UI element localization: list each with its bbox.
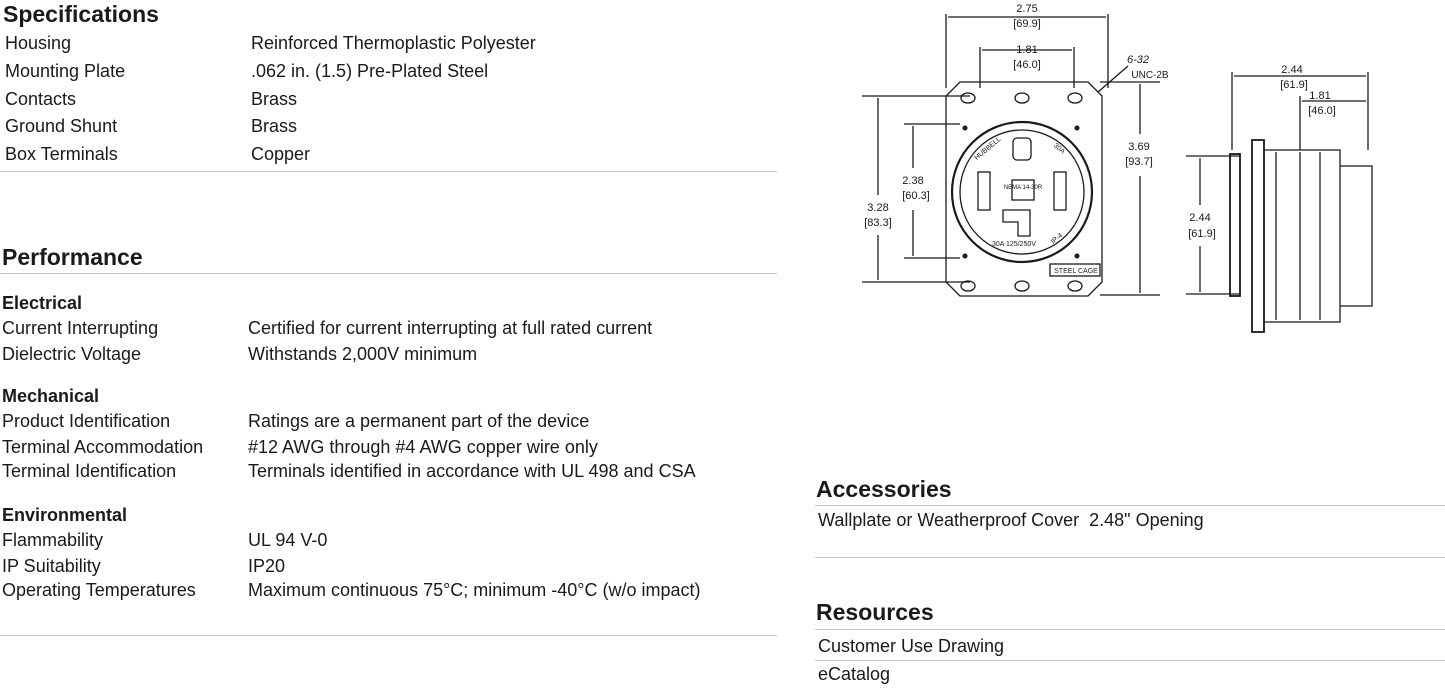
performance-heading-divider: [0, 273, 777, 274]
resources-divider: [815, 660, 1445, 661]
accessory-item: Wallplate or Weatherproof Cover 2.48" Op…: [818, 510, 1204, 531]
dim-holes-in: 1.81: [1016, 44, 1037, 56]
performance-group-heading: Mechanical: [2, 386, 100, 406]
dim-mount-mm: [83.3]: [864, 217, 892, 229]
specifications-divider: [0, 171, 777, 172]
spec-label: Box Terminals: [5, 144, 118, 164]
dim-face-mm: [60.3]: [902, 190, 930, 202]
screw-thread: UNC-2B: [1131, 70, 1169, 81]
performance-value: IP20: [248, 556, 286, 576]
screw-size: 6-32: [1127, 54, 1149, 66]
customer-use-drawing-link[interactable]: Customer Use Drawing: [818, 636, 1005, 656]
accessories-divider: [815, 557, 1445, 558]
side-height-in: 2.44: [1189, 212, 1210, 224]
performance-value: Withstands 2,000V minimum: [248, 344, 478, 364]
spec-label: Mounting Plate: [5, 61, 126, 81]
dim-face-in: 2.38: [902, 175, 923, 187]
face-nema: NEMA 14-30R: [1004, 185, 1043, 191]
resources-heading-divider: [815, 629, 1445, 630]
spec-value: Copper: [251, 144, 311, 164]
dim-holes-mm: [46.0]: [1013, 59, 1041, 71]
dim-width-in: 2.75: [1016, 3, 1037, 15]
performance-label: Terminal Accommodation: [2, 437, 204, 457]
performance-divider: [0, 635, 777, 636]
specifications-heading: Specifications: [3, 1, 159, 27]
side-width-in: 2.44: [1281, 64, 1302, 76]
performance-label: Current Interrupting: [2, 318, 159, 338]
side-body-in: 1.81: [1309, 90, 1330, 102]
dim-mount-in: 3.28: [867, 202, 888, 214]
side-height-mm: [61.9]: [1188, 228, 1216, 240]
spec-label: Ground Shunt: [5, 116, 118, 136]
dim-width-mm: [69.9]: [1013, 18, 1041, 30]
performance-group-heading: Electrical: [2, 293, 83, 313]
spec-value: Brass: [251, 116, 298, 136]
performance-value: Ratings are a permanent part of the devi…: [248, 411, 590, 431]
performance-label: Operating Temperatures: [2, 580, 196, 600]
face-rating-top: 30A: [1052, 142, 1066, 156]
spec-label: Contacts: [5, 89, 77, 109]
performance-label: Dielectric Voltage: [2, 344, 142, 364]
face-rating-bottom: 30A 125/250V: [992, 241, 1036, 248]
side-body-mm: [46.0]: [1308, 105, 1336, 117]
spec-label: Housing: [5, 33, 72, 53]
resources-heading: Resources: [816, 599, 934, 625]
accessory-label: Wallplate or Weatherproof Cover: [818, 510, 1080, 530]
accessory-value: 2.48" Opening: [1089, 510, 1204, 530]
performance-label: Terminal Identification: [2, 461, 177, 481]
accessories-heading: Accessories: [816, 476, 952, 502]
face-strap-label: STEEL CAGE: [1054, 268, 1098, 275]
dim-height-in: 3.69: [1128, 141, 1149, 153]
performance-value: UL 94 V-0: [248, 530, 328, 550]
performance-value: Terminals identified in accordance with …: [248, 461, 696, 481]
side-width-mm: [61.9]: [1280, 79, 1308, 91]
performance-heading: Performance: [2, 244, 143, 270]
dimension-drawing: 2.75 [69.9] 1.81 [46.0] 6-32 UNC-2B 3.69…: [862, 3, 1373, 333]
accessories-heading-divider: [815, 505, 1445, 506]
spec-value: Brass: [251, 89, 298, 109]
dim-height-mm: [93.7]: [1125, 156, 1153, 168]
performance-value: Certified for current interrupting at fu…: [248, 318, 653, 338]
performance-value: Maximum continuous 75°C; minimum -40°C (…: [248, 580, 701, 600]
ecatalog-link[interactable]: eCatalog: [818, 664, 891, 684]
performance-label: Product Identification: [2, 411, 171, 431]
spec-value: .062 in. (1.5) Pre-Plated Steel: [251, 61, 489, 81]
performance-label: Flammability: [2, 530, 104, 550]
performance-group-heading: Environmental: [2, 505, 128, 525]
spec-value: Reinforced Thermoplastic Polyester: [251, 33, 536, 53]
performance-value: #12 AWG through #4 AWG copper wire only: [248, 437, 598, 457]
performance-label: IP Suitability: [2, 556, 101, 576]
